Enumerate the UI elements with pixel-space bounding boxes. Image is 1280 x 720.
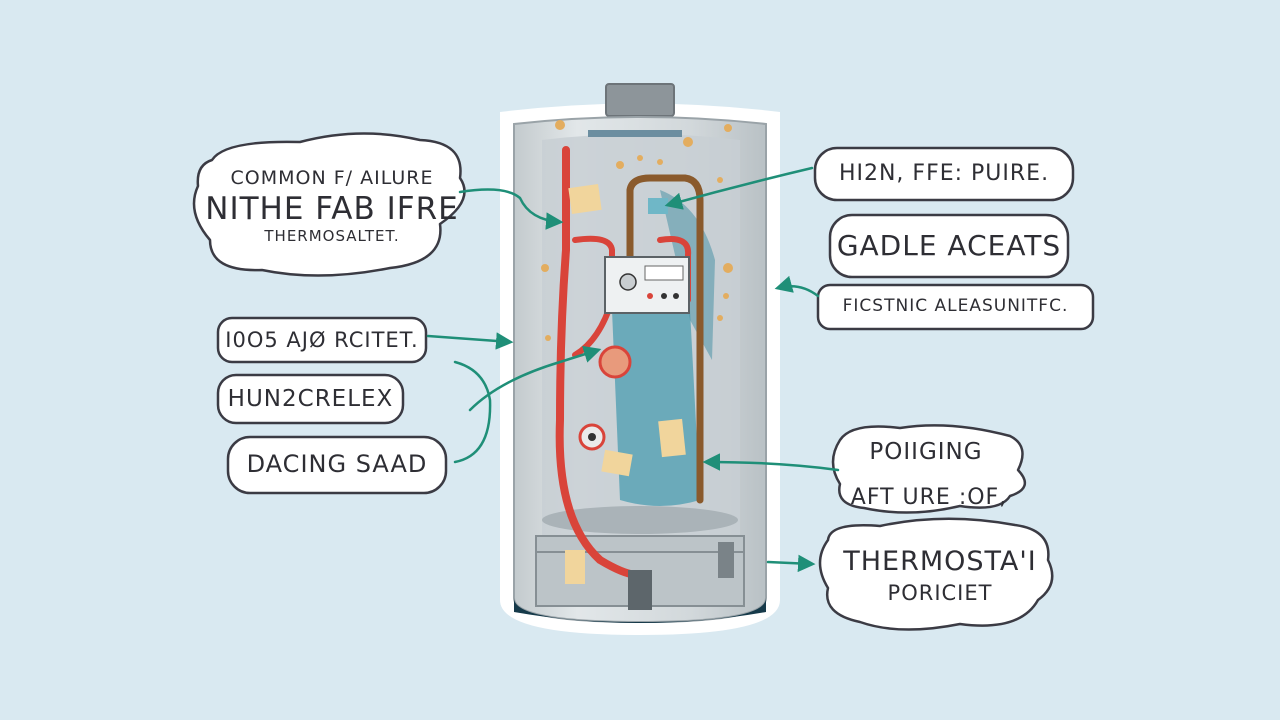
- hot-water-pipe: [555, 146, 642, 579]
- callout-top-left-line2: NITHE FAB IFRE: [205, 190, 459, 227]
- arrow-left-2: [468, 345, 602, 412]
- arrow-right-3: [774, 275, 820, 298]
- callout-top-left: COMMON F/ AILURE NITHE FAB IFRE THERMOSA…: [205, 148, 459, 266]
- bubble-right-1: [813, 146, 1075, 202]
- insulation-wrap: [612, 310, 700, 506]
- callout-top-left-line3: THERMOSALTET.: [264, 227, 400, 246]
- bubble-right-2: [828, 213, 1070, 279]
- callout-right-5: AFT URE :OF,: [850, 485, 1008, 511]
- heating-element-icon: [578, 345, 632, 451]
- callout-top-left-line1: COMMON F/ AILURE: [230, 166, 434, 189]
- arrow-right-4: [702, 453, 840, 472]
- bubble-right-6: [818, 517, 1054, 631]
- water-heater-tank: [500, 83, 780, 635]
- callout-left-1: I0O5 AJØ RCITET.: [225, 327, 419, 352]
- callout-right-1: HI2N, FFE: PUIRE.: [838, 161, 1050, 187]
- callout-left-2: HUN2CRELEX: [227, 385, 394, 412]
- callout-right-3: FICSTNIC ALEASUNITFC.: [842, 296, 1069, 317]
- bubble-left-3: [226, 435, 448, 495]
- callout-right-6-line2: PORICIET: [887, 581, 993, 606]
- callout-right-6-line1: THERMOSTA'I: [843, 545, 1037, 577]
- arrow-right-1: [664, 166, 814, 210]
- bubble-left-2: [216, 373, 405, 425]
- arrow-left-1: [426, 332, 514, 350]
- callout-right-6: THERMOSTA'I PORICIET: [830, 528, 1050, 624]
- bubble-left-1: [216, 316, 428, 364]
- arrow-right-6: [766, 554, 816, 573]
- arrow-top-left: [458, 188, 564, 230]
- control-panel-icon: [604, 256, 690, 314]
- callout-right-2: GADLE ACEATS: [836, 229, 1062, 263]
- flue-cap: [605, 83, 675, 117]
- bubble-right-3: [816, 283, 1095, 331]
- bubble-right-4: [831, 424, 1027, 514]
- arrow-left-2b: [453, 360, 492, 464]
- callout-left-3: DACING SAAD: [246, 450, 428, 479]
- bubble-top-left: [192, 132, 466, 277]
- copper-pipe: [626, 174, 704, 504]
- callout-right-4: POIIGING: [869, 438, 983, 465]
